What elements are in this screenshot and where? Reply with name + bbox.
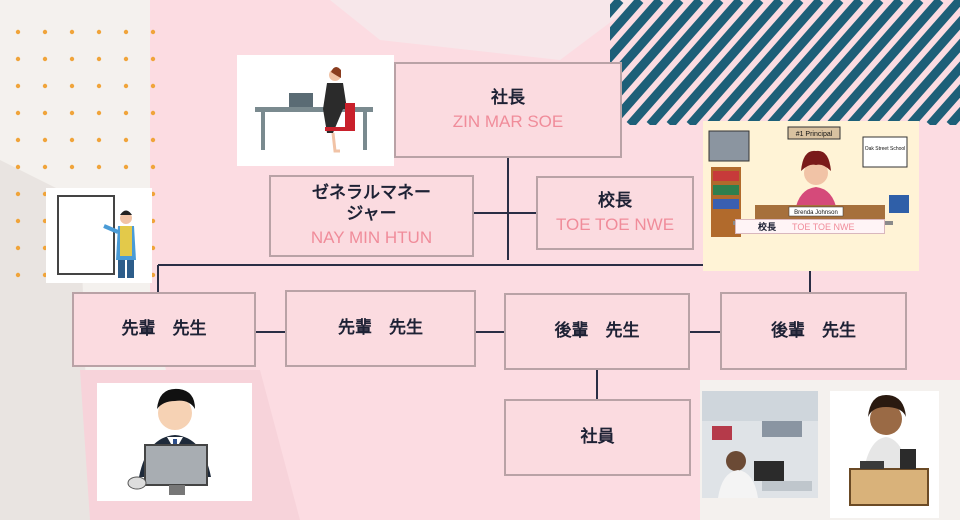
decorative-dot [15,110,21,116]
decorative-stripe [766,0,884,125]
decorative-dot [42,164,48,170]
decorative-stripe [886,38,960,125]
decorative-stripe [866,15,960,125]
decorative-stripe [626,0,744,125]
decorative-dot [15,191,21,197]
woman-phone-desk-illustration [830,391,939,518]
decorative-stripe [646,0,764,125]
decorative-stripe [686,0,804,125]
decorative-dot [69,110,75,116]
decorative-stripe [786,0,904,125]
decorative-stripe [726,0,844,125]
businesswoman-desk-illustration [237,55,394,166]
decorative-dot [150,29,156,35]
principal-photo-label-name: TOE TOE NWE [792,221,855,232]
decorative-stripe [906,61,960,125]
decorative-stripe [610,0,684,87]
decorative-dot [96,110,102,116]
decorative-dot [15,272,21,278]
decorative-dot [42,137,48,143]
decorative-dot [123,29,129,35]
decorative-dot [42,110,48,116]
decorative-dot [96,83,102,89]
principal-office-illustration: #1 Principal Oak Street School Brenda Jo… [703,121,919,271]
decorative-stripe [610,0,644,41]
senior-teacher-box-1: 先輩 先生 [72,292,256,367]
decorative-dot [150,110,156,116]
decorative-stripe [826,0,944,125]
decorative-dot [42,56,48,62]
decorative-dot [15,218,21,224]
principal-photo-label-role: 校長 [758,223,777,233]
staff-role: 社員 [580,427,615,447]
decorative-dot [69,164,75,170]
decorative-dot [15,137,21,143]
decorative-stripe [846,0,960,125]
decorative-stripe [610,0,704,110]
office-staff-photo [702,391,818,498]
decorative-dot [15,56,21,62]
president-box: 社長 ZIN MAR SOE [394,62,622,158]
principal-box: 校長 TOE TOE NWE [536,176,694,250]
decorative-dot [123,83,129,89]
decorative-dot [15,29,21,35]
decorative-dot [150,137,156,143]
principal-role: 校長 [598,190,632,211]
decorative-dot [150,83,156,89]
decorative-stripe [706,0,824,125]
decorative-dot [42,83,48,89]
decorative-dot [150,164,156,170]
principal-sign-text: #1 Principal [796,131,833,138]
senior-teacher-box-2: 先輩 先生 [285,290,476,367]
decorative-stripe [666,0,784,125]
general-manager-box: ゼネラルマネー ジャー NAY MIN HTUN [269,175,474,257]
principal-name: TOE TOE NWE [555,214,675,234]
decorative-dot [150,56,156,62]
teacher-whiteboard-illustration [46,188,152,283]
decorative-dot [96,29,102,35]
senior-teacher-2-role: 先輩 先生 [338,318,423,338]
decorative-dot [15,245,21,251]
junior-teacher-2-role: 後輩 先生 [771,320,856,341]
principal-photo-label: 校長 TOE TOE NWE [735,219,885,234]
decorative-dot [123,164,129,170]
decorative-dot [96,56,102,62]
decorative-dot [69,29,75,35]
nameplate-text: Brenda Johnson [794,210,838,216]
junior-teacher-1-role: 後輩 先生 [554,321,640,341]
senior-teacher-1-role: 先輩 先生 [121,319,207,339]
decorative-stripe [926,84,960,125]
decorative-dot [96,164,102,170]
decorative-stripes [610,0,960,125]
decorative-dot [15,164,21,170]
general-manager-role-line1: ゼネラルマネー [312,183,431,203]
office-worker-computer-illustration [97,383,252,501]
decorative-stripe [746,0,864,125]
decorative-dot [123,56,129,62]
decorative-stripe [806,0,924,125]
general-manager-name: NAY MIN HTUN [310,228,433,247]
decorative-dot [15,83,21,89]
junior-teacher-box-2: 後輩 先生 [720,292,907,370]
decorative-stripe [610,0,724,125]
general-manager-role-line2: ジャー [346,204,397,224]
president-role: 社長 [491,87,525,108]
president-name: ZIN MAR SOE [452,111,564,131]
decorative-dot [123,137,129,143]
decorative-dot [96,137,102,143]
junior-teacher-box-1: 後輩 先生 [504,293,690,370]
decorative-dot [69,56,75,62]
decorative-dot [42,29,48,35]
decorative-dot [69,137,75,143]
decorative-dot [69,83,75,89]
decorative-stripe [610,0,664,64]
decorative-dot [123,110,129,116]
staff-box: 社員 [504,399,691,476]
school-board-text: Oak Street School [865,146,906,152]
